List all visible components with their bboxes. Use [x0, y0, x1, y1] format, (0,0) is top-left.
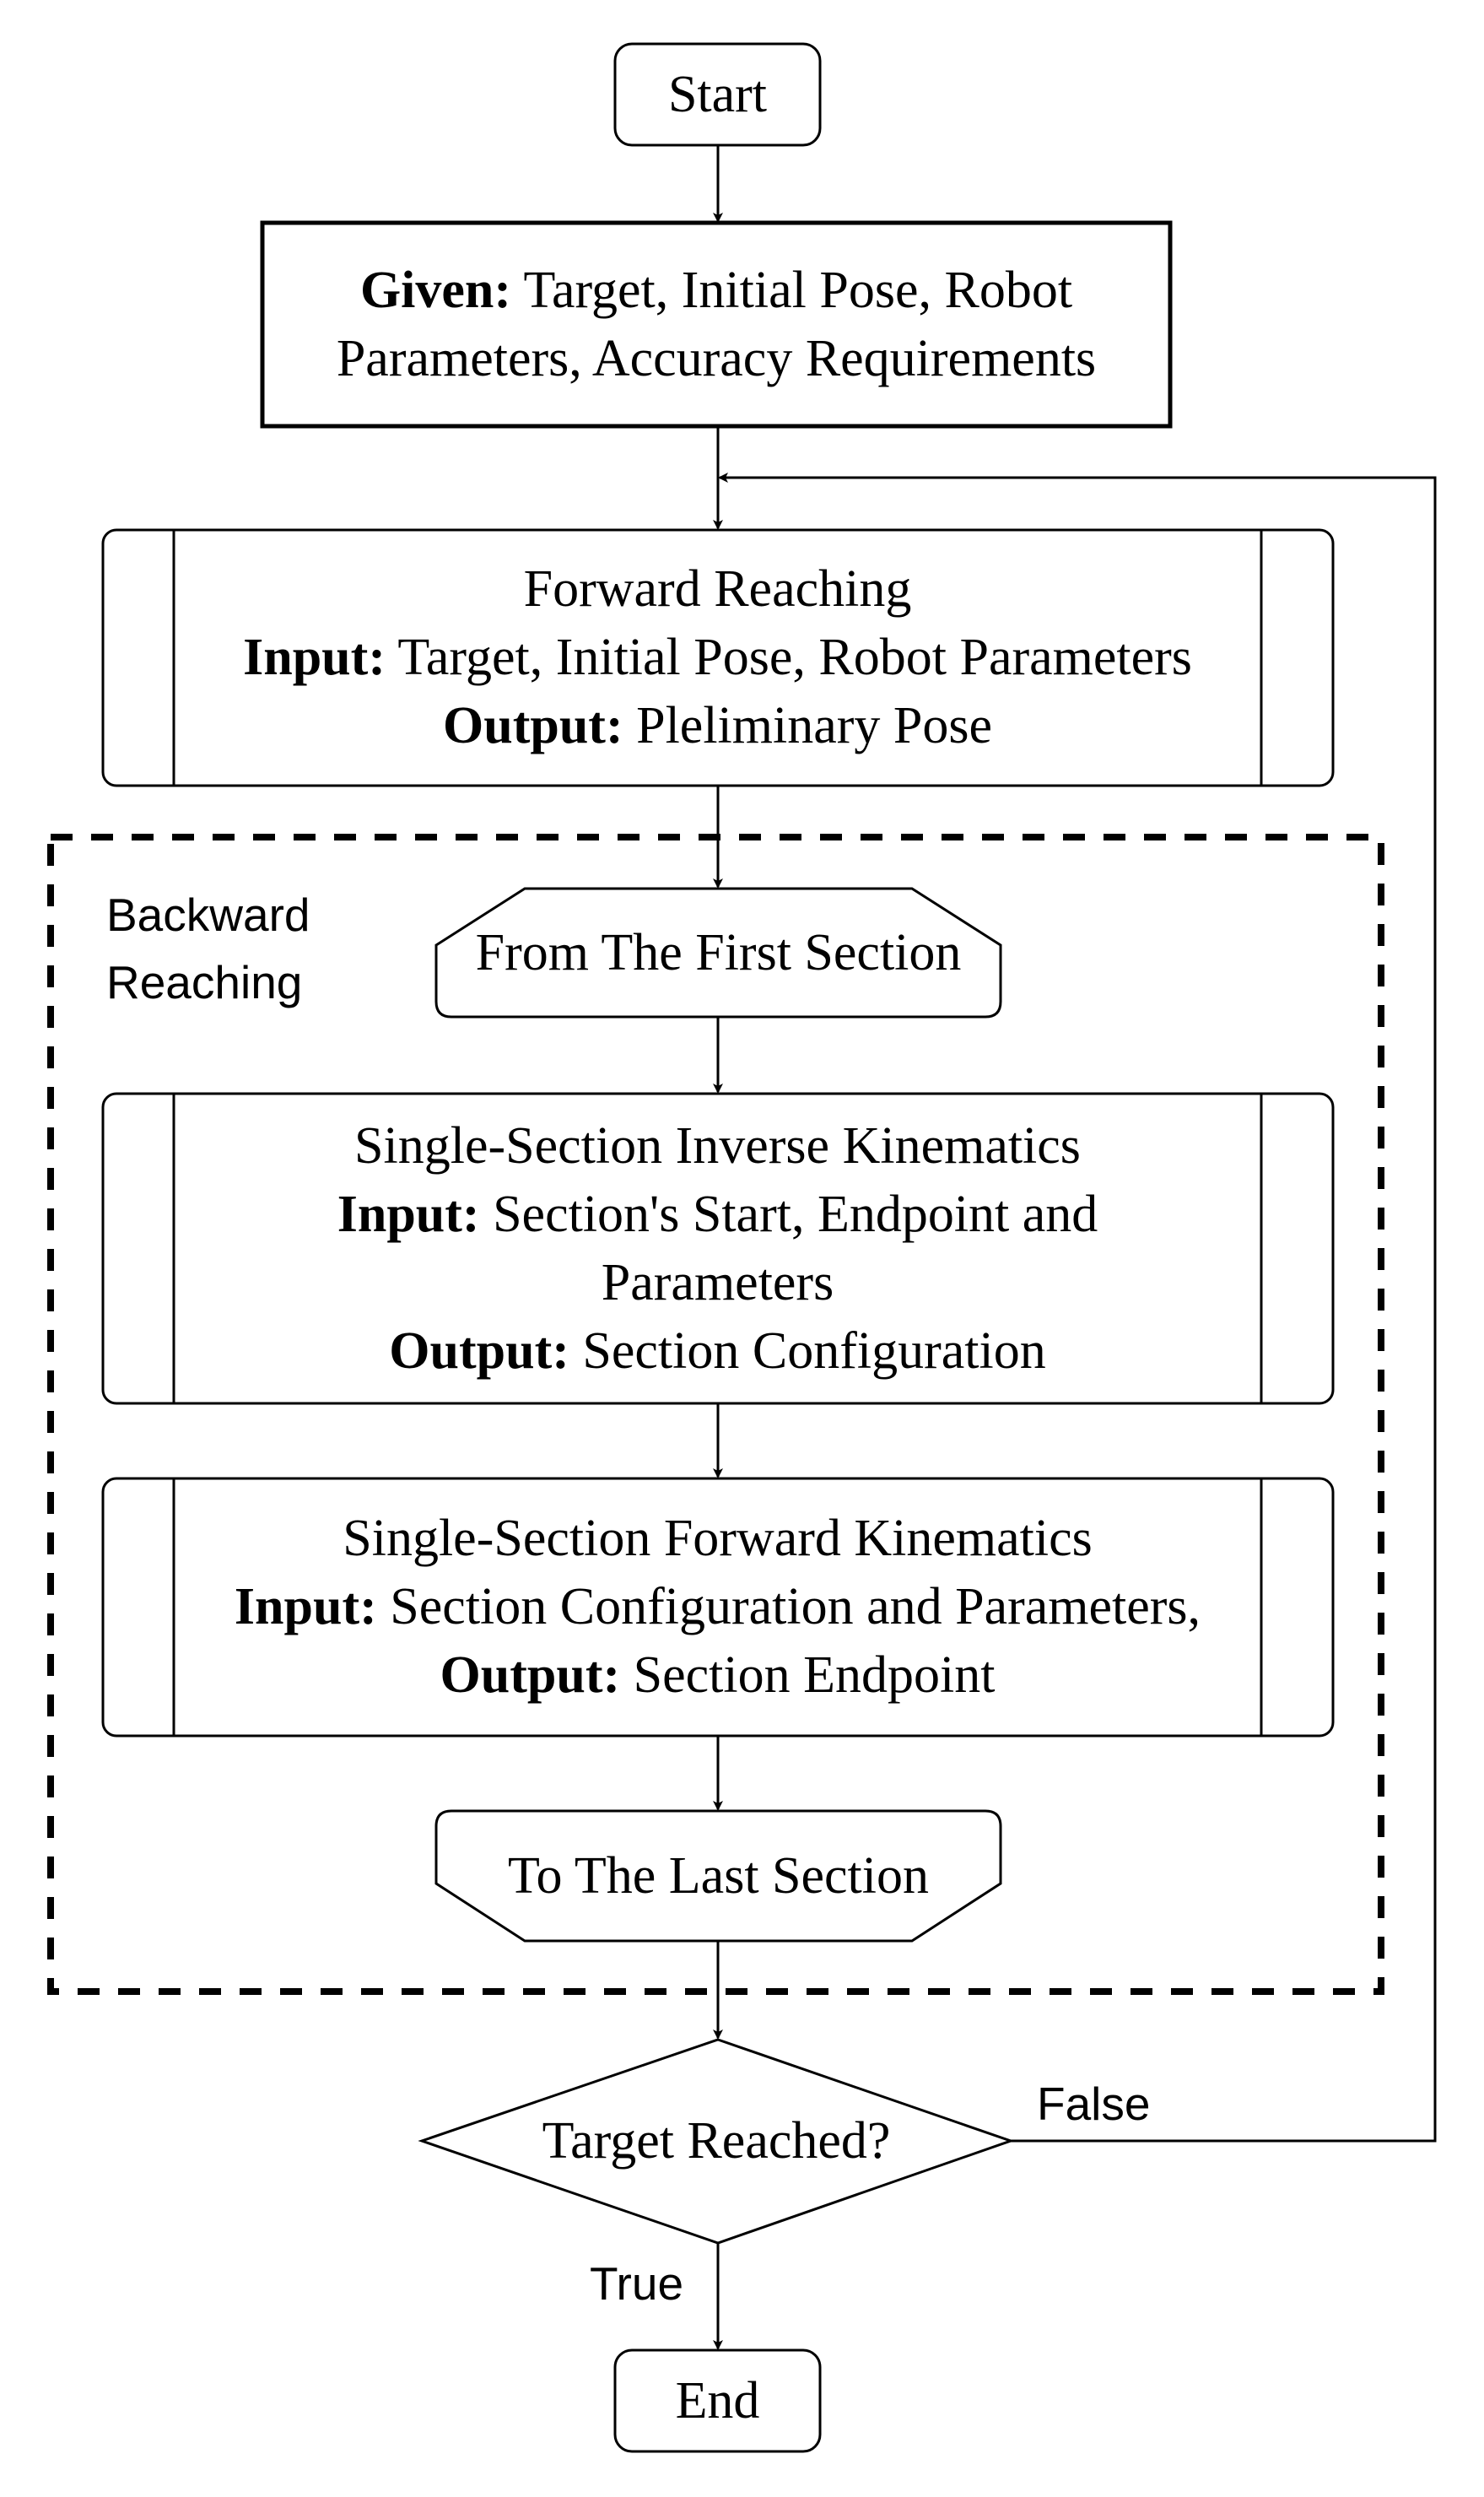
given-line-2: Parameters, Accuracy Requirements	[336, 329, 1097, 387]
end-node: End	[615, 2350, 820, 2451]
edge-decision-false-loop	[718, 473, 1437, 2143]
forward-kinematics-output-label: Output:	[440, 1646, 621, 1704]
forward-reaching-title: Forward Reaching	[523, 560, 912, 618]
end-node-shape	[613, 2348, 822, 2453]
edge-true-label: True	[590, 2257, 684, 2310]
loop-start-label: From The First Section	[475, 923, 962, 981]
loop-start-node: From The First Section	[436, 889, 1001, 1017]
given-node: Given: Target, Initial Pose, Robot Param…	[262, 223, 1170, 426]
loop-start-shape	[434, 887, 1002, 1019]
forward-reaching-input-label: Input:	[243, 629, 386, 686]
inverse-kinematics-input-label: Input:	[337, 1185, 480, 1243]
forward-reaching-node: Forward Reaching Input: Target, Initial …	[174, 530, 1261, 786]
backward-reaching-label-line-2: Reaching	[106, 956, 303, 1008]
loop-end-shape	[434, 1809, 1002, 1943]
inverse-kinematics-output-label: Output:	[389, 1321, 569, 1380]
forward-kinematics-input-text: Section Configuration and Parameters,	[390, 1578, 1201, 1635]
forward-kinematics-output-text: Section Endpoint	[633, 1646, 996, 1704]
backward-reaching-label: Backward Reaching	[106, 884, 310, 1013]
decision-node: Target Reached?	[422, 2040, 1011, 2243]
inverse-kinematics-input-line-1: Section's Start, Endpoint and	[493, 1185, 1098, 1243]
forward-kinematics-input-label: Input:	[234, 1578, 377, 1635]
loop-end-node: To The Last Section	[436, 1811, 1001, 1941]
given-node-shape	[260, 220, 1173, 429]
forward-reaching-input-text: Target, Initial Pose, Robot Parameters	[397, 629, 1192, 686]
start-node: Start	[615, 44, 820, 145]
forward-kinematics-title: Single-Section Forward Kinematics	[343, 1510, 1093, 1567]
forward-kinematics-node: Single-Section Forward Kinematics Input:…	[174, 1478, 1261, 1736]
forward-reaching-output-text: Pleliminary Pose	[636, 697, 993, 754]
end-label: End	[675, 2371, 760, 2429]
inverse-kinematics-input-line-2: Parameters	[601, 1253, 834, 1311]
given-line-1: Target, Initial Pose, Robot	[523, 261, 1073, 319]
decision-label: Target Reached?	[542, 2112, 891, 2170]
inverse-kinematics-title: Single-Section Inverse Kinematics	[354, 1116, 1081, 1175]
loop-end-label: To The Last Section	[507, 1846, 930, 1905]
start-label: Start	[667, 65, 768, 123]
inverse-kinematics-output-text: Section Configuration	[582, 1321, 1046, 1380]
edge-false-label: False	[1037, 2078, 1151, 2130]
inverse-kinematics-node: Single-Section Inverse Kinematics Input:…	[174, 1094, 1261, 1403]
forward-reaching-output-label: Output:	[442, 697, 623, 754]
backward-reaching-group	[47, 834, 1384, 1995]
backward-reaching-label-line-1: Backward	[106, 889, 310, 941]
given-bold-label: Given:	[359, 261, 512, 319]
